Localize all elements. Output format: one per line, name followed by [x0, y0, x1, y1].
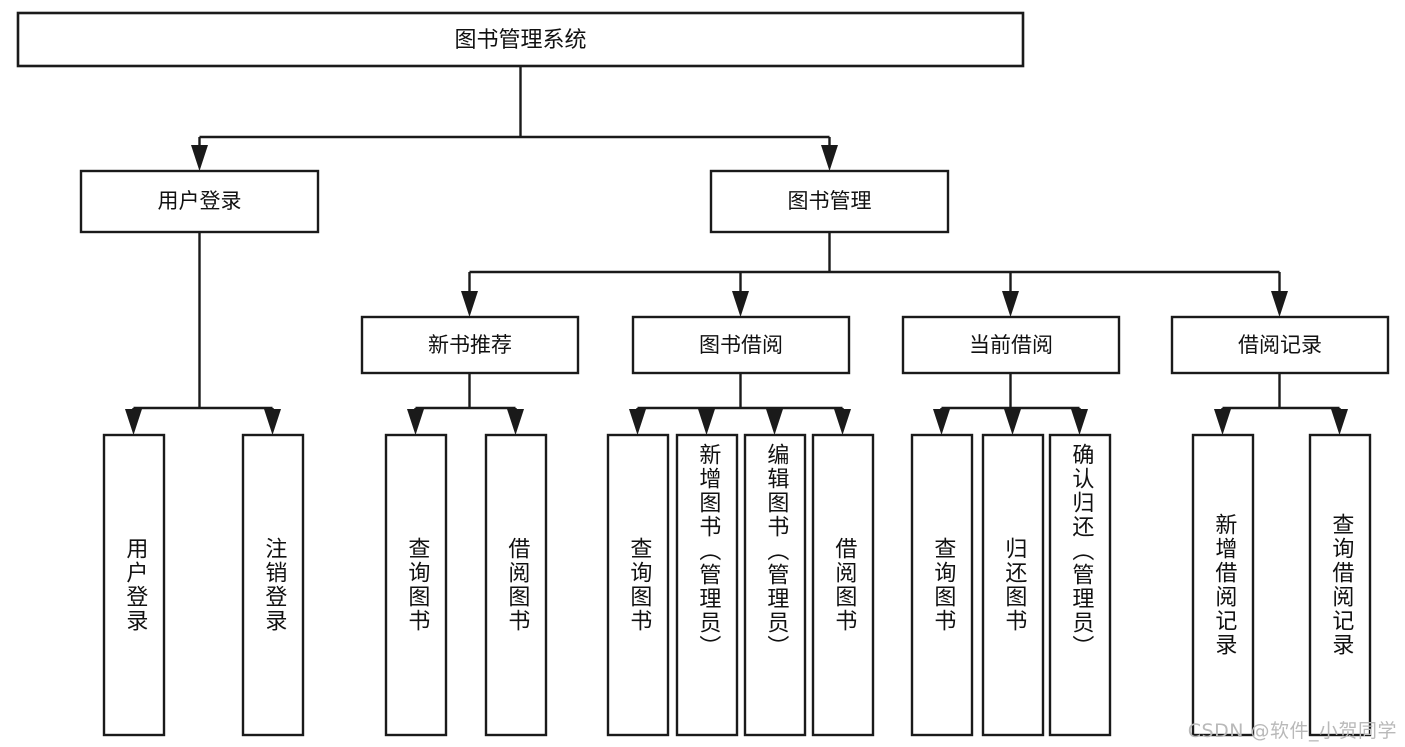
node-box-book-borrow[interactable]: [631, 315, 851, 375]
arrow-head-leaf-add-borrow-record: [1214, 409, 1231, 435]
arrow-head-leaf-borrow-book: [834, 409, 851, 435]
node-box-current-borrow[interactable]: [901, 315, 1121, 375]
node-box-leaf-add-book-admin[interactable]: [675, 433, 739, 737]
arrow-head-leaf-return-book: [1004, 409, 1021, 435]
arrow-head-book-manage: [821, 145, 838, 171]
arrow-head-new-book-recommend: [461, 291, 478, 317]
arrow-head-leaf-query-book-rec: [407, 409, 424, 435]
node-box-borrow-records[interactable]: [1170, 315, 1390, 375]
arrow-head-book-borrow: [732, 291, 749, 317]
node-box-leaf-logout[interactable]: [241, 433, 305, 737]
node-label-new-book-recommend: 新书推荐: [428, 333, 512, 357]
node-box-root[interactable]: [16, 11, 1025, 68]
node-box-book-manage[interactable]: [709, 169, 950, 234]
node-label-current-borrow: 当前借阅: [969, 333, 1053, 357]
node-label-root: 图书管理系统: [454, 28, 586, 53]
arrow-head-current-borrow: [1002, 291, 1019, 317]
arrow-head-leaf-query-book-current: [933, 409, 950, 435]
connector-layer: [125, 66, 1348, 435]
arrow-head-leaf-borrow-book-rec: [507, 409, 524, 435]
arrow-head-user-login: [191, 145, 208, 171]
arrow-head-leaf-confirm-return-admin: [1071, 409, 1088, 435]
node-box-leaf-borrow-book[interactable]: [811, 433, 875, 737]
node-box-leaf-query-book-borrow[interactable]: [606, 433, 670, 737]
arrow-head-leaf-user-login: [125, 409, 142, 435]
arrow-head-leaf-edit-book-admin: [766, 409, 783, 435]
node-box-new-book-recommend[interactable]: [360, 315, 580, 375]
node-box-leaf-query-book-rec[interactable]: [384, 433, 448, 737]
node-layer: 图书管理系统 用户登录 图书管理 新书推荐 图书借阅 当前借阅 借阅记录: [16, 11, 1390, 737]
arrow-head-leaf-query-borrow-record: [1331, 409, 1348, 435]
node-label-book-borrow: 图书借阅: [699, 333, 783, 357]
node-box-leaf-return-book[interactable]: [981, 433, 1045, 737]
watermark-text: CSDN @软件_小贺同学: [1187, 720, 1397, 742]
node-box-leaf-borrow-book-rec[interactable]: [484, 433, 548, 737]
node-box-leaf-query-book-current[interactable]: [910, 433, 974, 737]
node-box-user-login[interactable]: [79, 169, 320, 234]
node-box-leaf-edit-book-admin[interactable]: [743, 433, 807, 737]
node-box-leaf-add-borrow-record[interactable]: [1191, 433, 1255, 737]
node-box-leaf-confirm-return-admin[interactable]: [1048, 433, 1112, 737]
node-label-book-manage: 图书管理: [788, 189, 872, 213]
arrow-head-leaf-logout: [264, 409, 281, 435]
arrow-head-borrow-records: [1271, 291, 1288, 317]
arrow-head-leaf-query-book-borrow: [629, 409, 646, 435]
arrow-head-leaf-add-book-admin: [698, 409, 715, 435]
node-label-user-login: 用户登录: [158, 189, 242, 213]
node-box-leaf-user-login[interactable]: [102, 433, 166, 737]
node-label-borrow-records: 借阅记录: [1238, 333, 1322, 357]
node-box-leaf-query-borrow-record[interactable]: [1308, 433, 1372, 737]
